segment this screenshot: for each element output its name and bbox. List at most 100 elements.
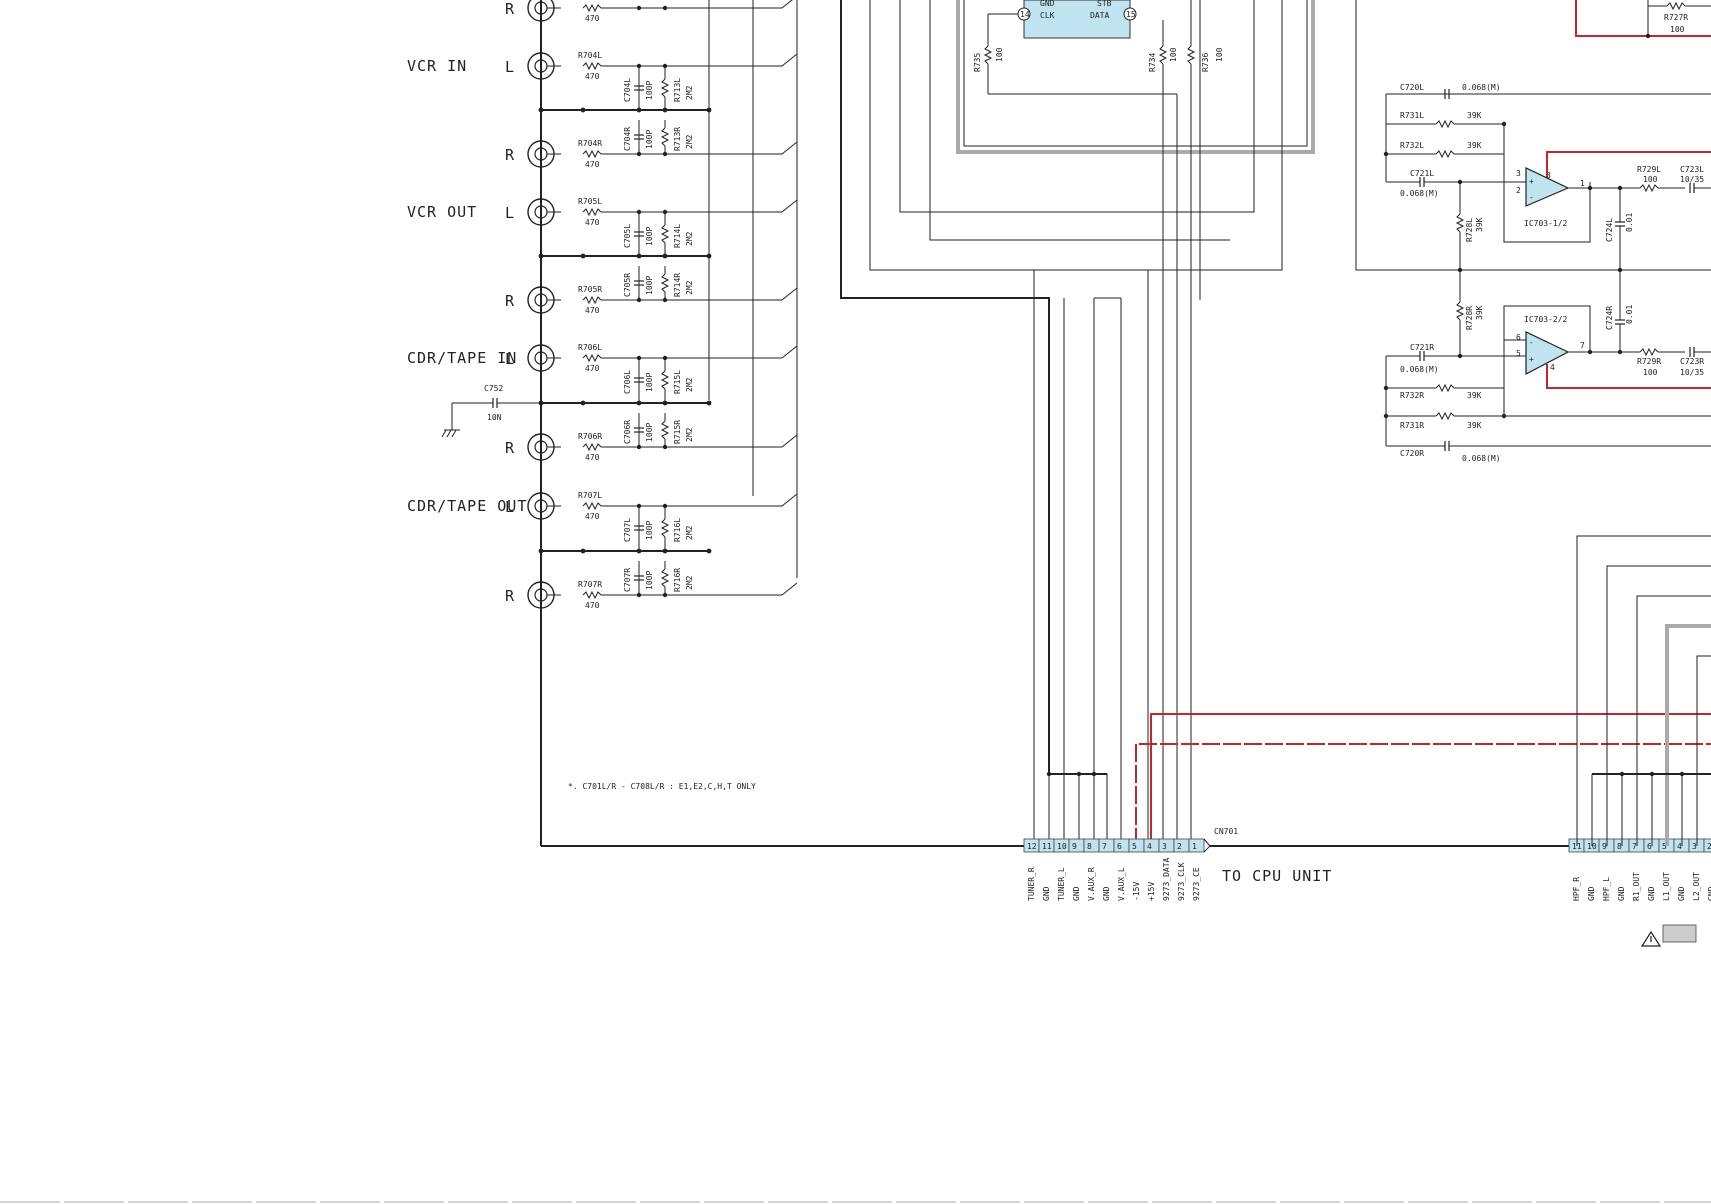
shunt-capacitor-label: C704R — [623, 127, 632, 151]
jack-group-title: CDR/TAPE IN — [407, 349, 517, 367]
cn-right-pin-number: 7 — [1632, 842, 1637, 851]
r731r-label: R731R — [1400, 421, 1424, 430]
cn701-signal-label: GND — [1042, 886, 1051, 901]
r732r-value: 39K — [1467, 391, 1482, 400]
ic-pin-a-number: 14 — [1020, 10, 1030, 19]
cn701-signal-label: GND — [1102, 886, 1111, 901]
r735-value: 100 — [995, 47, 1004, 62]
shunt-resistor-label: R713L — [673, 78, 682, 102]
r728r-value: 39K — [1475, 305, 1484, 320]
opamp-b-pin5: 5 — [1516, 349, 1521, 358]
supply-lines — [1135, 713, 1711, 846]
cn-right-signal-label: L1_OUT — [1662, 872, 1671, 901]
series-resistor-label: R706L — [578, 343, 602, 352]
rca-jack — [527, 344, 562, 372]
r729l-value: 100 — [1643, 175, 1658, 184]
r728r-label: R728R — [1465, 306, 1474, 330]
r732l-label: R732L — [1400, 141, 1424, 150]
c723l-value: 10/35 — [1680, 175, 1704, 184]
c724r-label: C724R — [1605, 306, 1614, 330]
rca-jack — [527, 433, 562, 461]
shunt-capacitor-label: C707L — [623, 518, 632, 542]
shunt-capacitor-value: 100P — [645, 227, 654, 246]
c752-value: 10N — [487, 413, 502, 422]
series-resistor-label: R704L — [578, 51, 602, 60]
cn701-pin-number: 2 — [1177, 842, 1182, 851]
series-resistor-value: 470 — [585, 72, 600, 81]
shunt-resistor-label: R714L — [673, 224, 682, 248]
shunt-capacitor-value: 100P — [645, 373, 654, 392]
opamp-b — [1525, 331, 1570, 375]
c723r-value: 10/35 — [1680, 368, 1704, 377]
cn-right-signal-label: GND — [1677, 886, 1686, 901]
cn-right-signal-label: L2_OUT — [1692, 872, 1701, 901]
ic-pin-stb-label: STB — [1097, 0, 1112, 8]
rca-jack — [527, 140, 562, 168]
series-resistor-label: R705L — [578, 197, 602, 206]
cn701-pin-number: 3 — [1162, 842, 1167, 851]
cn701-pin-number: 7 — [1102, 842, 1107, 851]
shunt-capacitor-value: 100P — [645, 571, 654, 590]
cn701-signal-label: TUNER_L — [1057, 867, 1066, 901]
shunt-resistor-label: R715L — [673, 370, 682, 394]
c721l-value: 0.068(M) — [1400, 189, 1439, 198]
c721r-value: 0.068(M) — [1400, 365, 1439, 374]
series-resistor-value: 470 — [585, 601, 600, 610]
shunt-resistor-value: 2M2 — [685, 280, 694, 295]
cn701-pin-number: 5 — [1132, 842, 1137, 851]
shunt-resistor-label: R716R — [673, 568, 682, 592]
cn701-pin-number: 4 — [1147, 842, 1152, 851]
rca-jack — [527, 52, 562, 80]
svg-text:+: + — [1529, 355, 1534, 364]
shunt-capacitor-value: 100P — [645, 276, 654, 295]
jack-bus-lines — [540, 0, 1024, 847]
c724l-label: C724L — [1605, 218, 1614, 242]
r727r-label: R727R — [1664, 13, 1688, 22]
series-resistor-label: R707L — [578, 491, 602, 500]
jack-channel-label: R — [505, 0, 515, 18]
shunt-resistor-value: 2M2 — [685, 377, 694, 392]
shunt-resistor-label: R714R — [673, 273, 682, 297]
cn-right-signal-label: GND — [1707, 886, 1711, 901]
chip-resistors: R735 100 R734 100 R736 100 — [973, 0, 1224, 846]
opamp-b-label: IC703-2/2 — [1524, 315, 1568, 324]
shunt-resistor-value: 2M2 — [685, 134, 694, 149]
opamp-b-pin7: 7 — [1580, 341, 1585, 350]
c720r-label: C720R — [1400, 449, 1424, 458]
cn-right-pin-number: 11 — [1572, 842, 1582, 851]
series-resistor-value: 470 — [585, 160, 600, 169]
series-resistor-value: 470 — [585, 14, 600, 23]
r728l-value: 39K — [1475, 217, 1484, 232]
series-resistor-label: R705R — [578, 285, 602, 294]
svg-text:-: - — [1529, 193, 1534, 202]
footnote: *. C701L/R - C708L/R : E1,E2,C,H,T ONLY — [568, 782, 756, 791]
opamp-a-pin3: 3 — [1516, 169, 1521, 178]
jack-channel-label: R — [505, 292, 515, 310]
shunt-capacitor-label: C707R — [623, 568, 632, 592]
shunt-resistor-value: 2M2 — [685, 231, 694, 246]
c724r-value: 0.01 — [1625, 305, 1634, 324]
opamp-b-pin4: 4 — [1550, 363, 1555, 372]
ic-pin-b-marker — [1123, 7, 1137, 21]
right-connector-routing — [1576, 535, 1711, 846]
r727r-value: 100 — [1670, 25, 1685, 34]
cn-right-pin-number: 2 — [1707, 842, 1711, 851]
jack-group-title: VCR OUT — [407, 203, 477, 221]
shunt-resistor-label: R713R — [673, 127, 682, 151]
cn-right-pin — [1703, 838, 1711, 853]
shunt-capacitor-label: C706L — [623, 370, 632, 394]
cn-right-pin-number: 4 — [1677, 842, 1682, 851]
c724l-value: 0.01 — [1625, 213, 1634, 232]
warning-icon — [1640, 924, 1697, 947]
r731l-value: 39K — [1467, 111, 1482, 120]
c720l-value: 0.068(M) — [1462, 83, 1501, 92]
r735-label: R735 — [973, 53, 982, 72]
cn-right-pin-number: 9 — [1602, 842, 1607, 851]
series-resistor-value: 470 — [585, 306, 600, 315]
cn-right-pin-number: 8 — [1617, 842, 1622, 851]
r736-label: R736 — [1201, 53, 1210, 72]
r734-label: R734 — [1148, 53, 1157, 72]
shunt-capacitor-value: 100P — [645, 81, 654, 100]
